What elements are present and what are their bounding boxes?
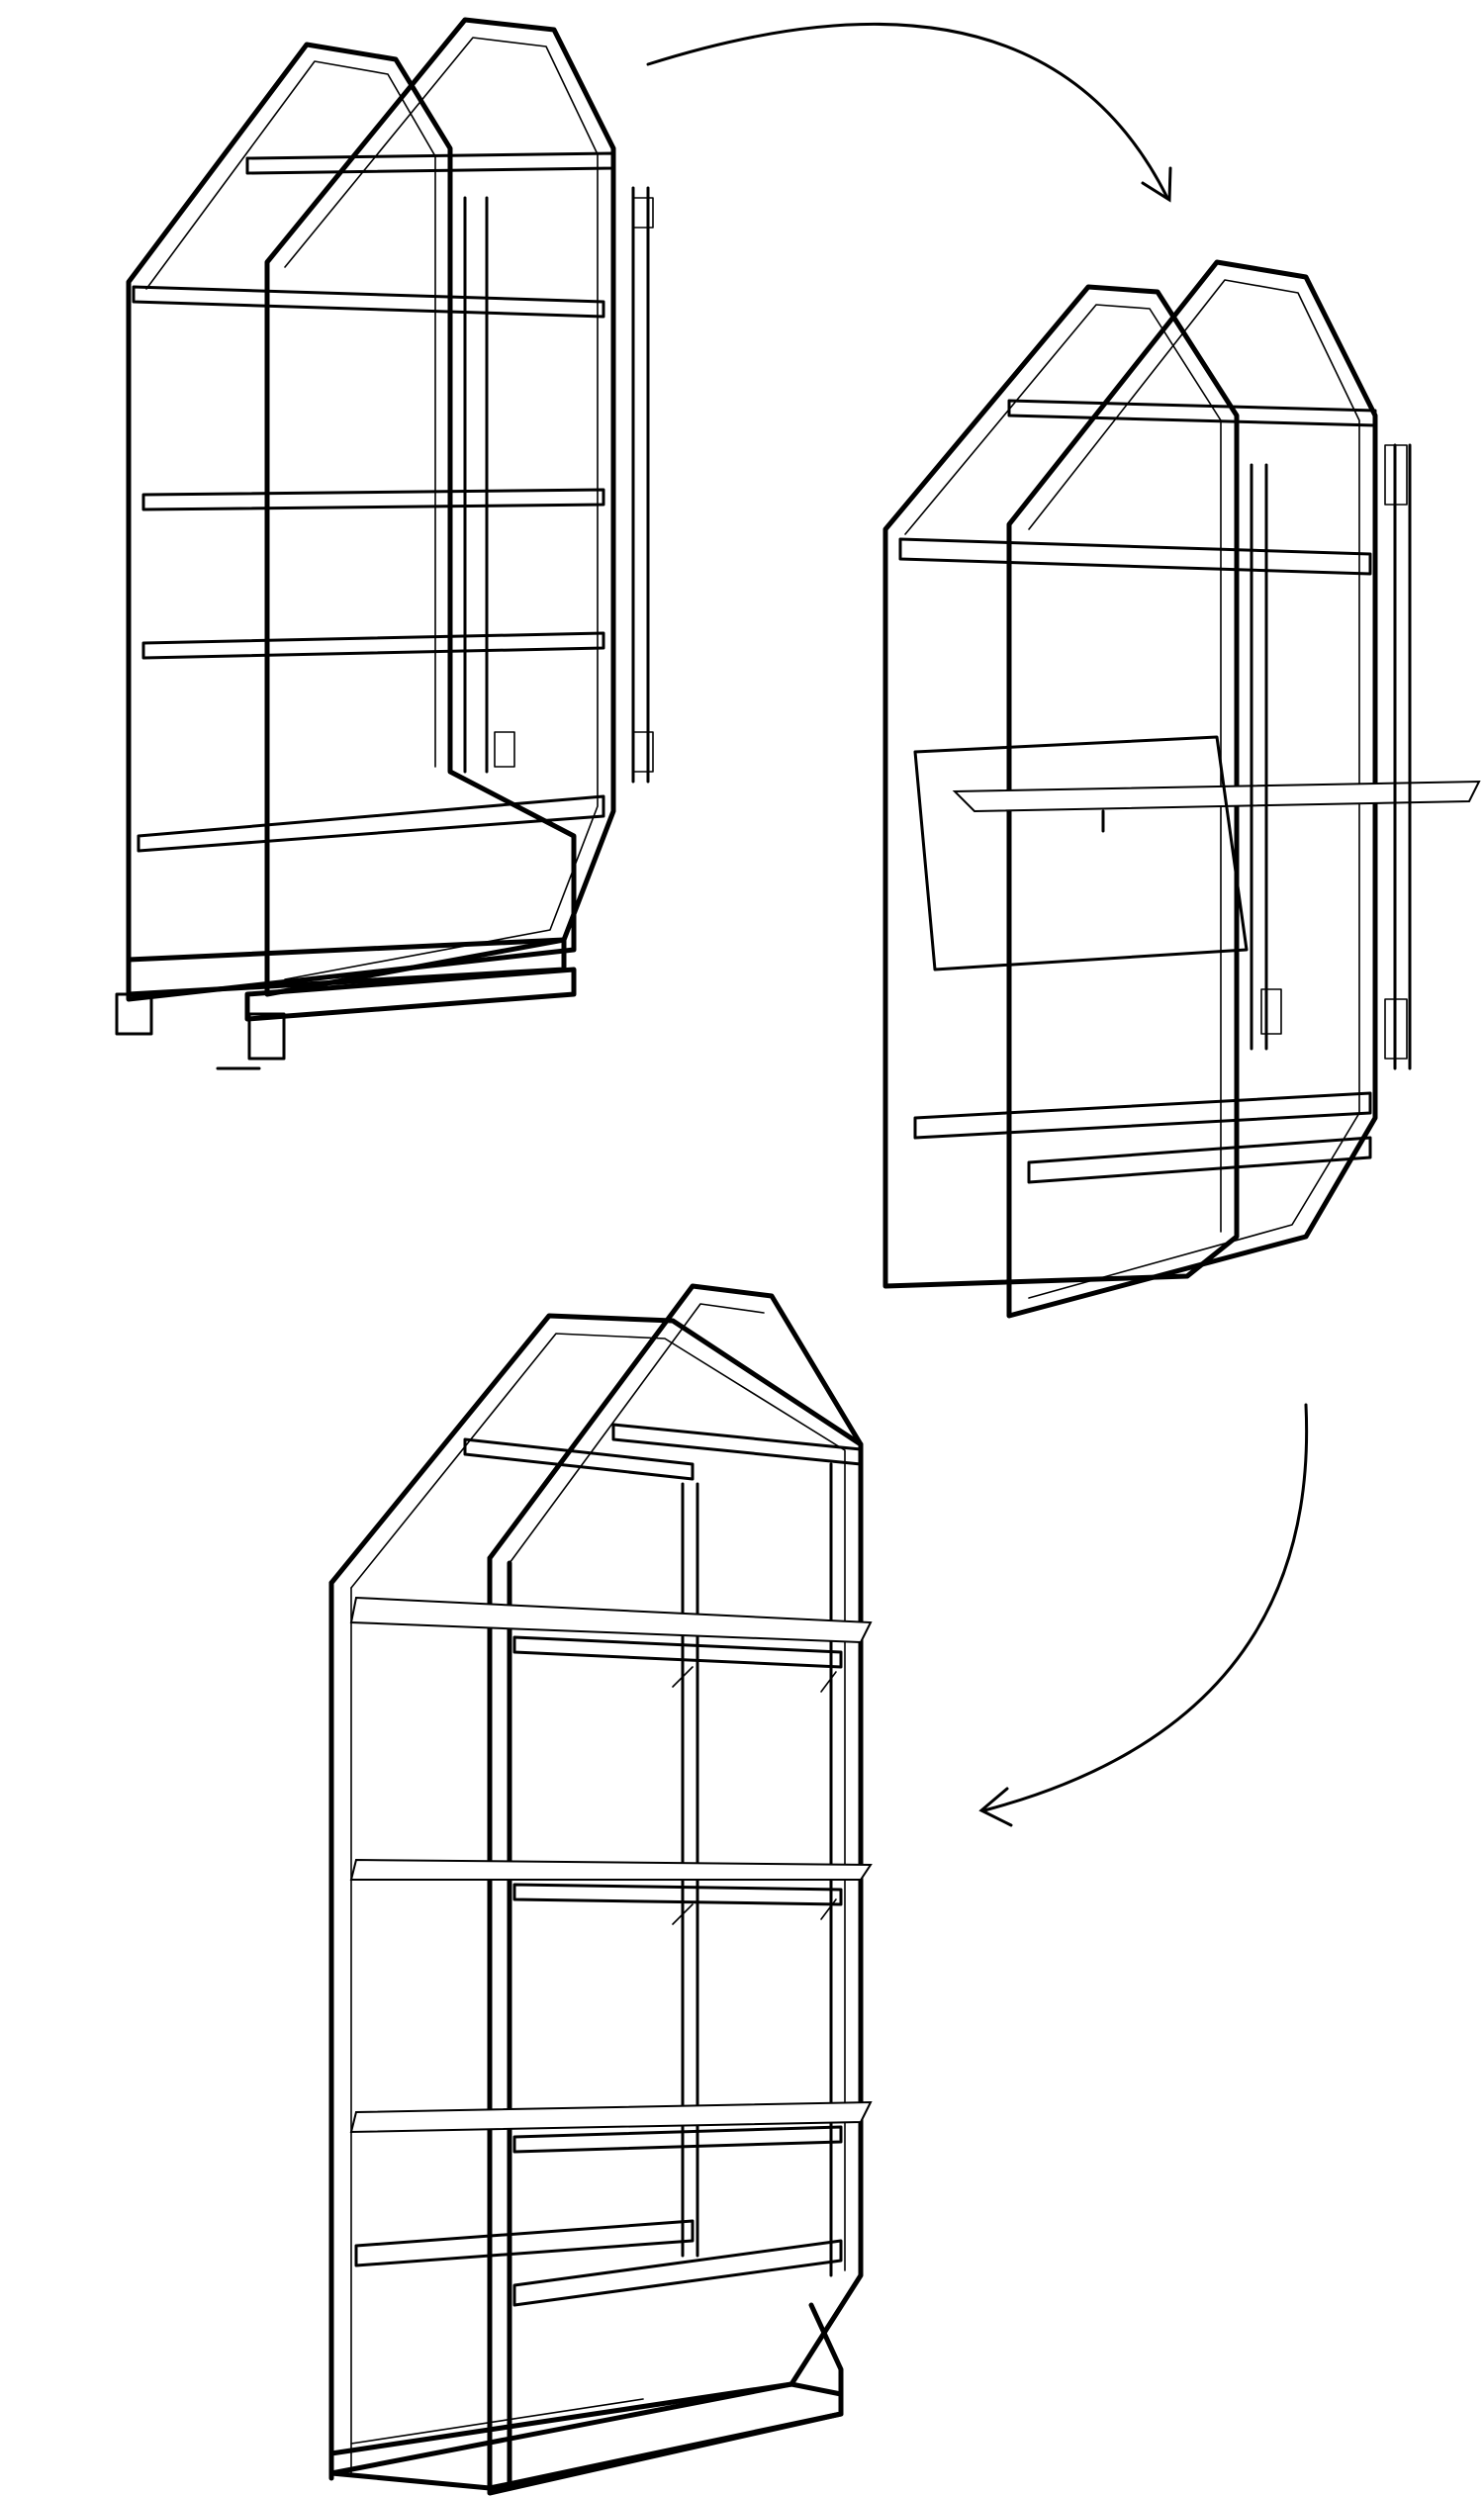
- shelf-rails: [132, 151, 615, 853]
- base-clamps: [115, 197, 654, 1070]
- frame-deployed-icon: [328, 1283, 873, 2496]
- front-frame-outline: [1006, 259, 1378, 1319]
- frame-opening-icon: [882, 259, 1481, 1319]
- back-frame-outline: [882, 284, 1240, 1289]
- back-frame-outline: [328, 1313, 864, 2476]
- front-frame-outline: [487, 1283, 864, 1561]
- frame-folded-icon: [115, 17, 654, 1070]
- curved-arrow-icon: [982, 1403, 1309, 1812]
- fold-out-table: [952, 780, 1481, 813]
- back-frame-outline: [126, 42, 577, 1002]
- curved-arrow-icon: [646, 23, 1169, 200]
- deployed-shelves: [349, 1596, 873, 2154]
